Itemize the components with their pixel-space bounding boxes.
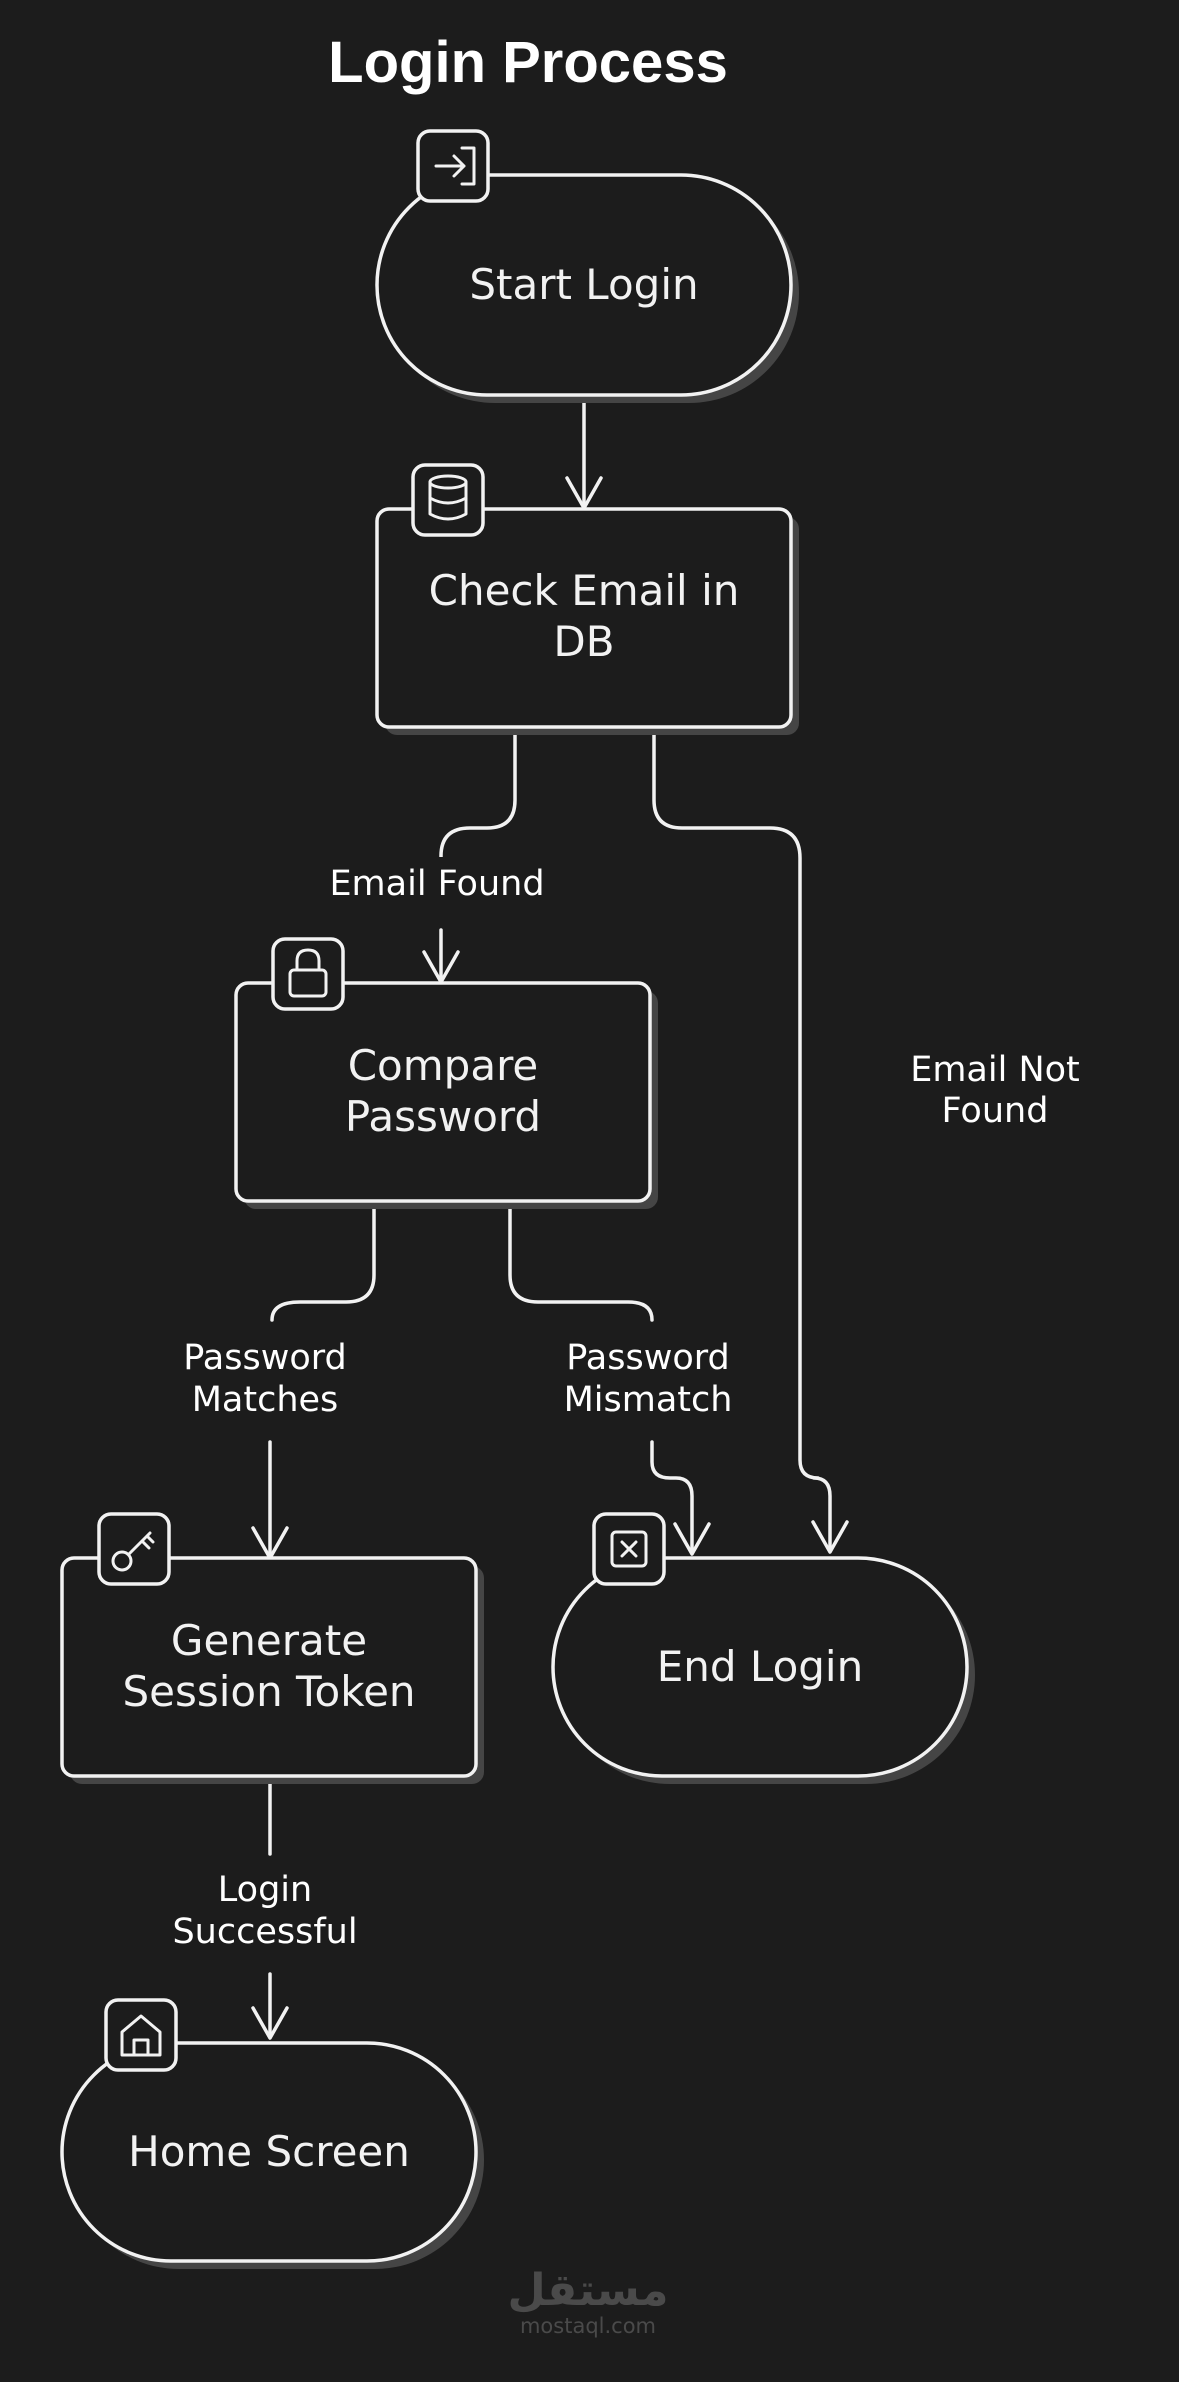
node-compare-password-line-1: Compare xyxy=(348,1041,539,1090)
node-compare-password: Compare Password xyxy=(234,937,658,1209)
edge-label-password-matches: Password Matches xyxy=(170,1322,370,1422)
login-arrow-icon xyxy=(416,129,490,203)
node-check-email-line-2: DB xyxy=(553,617,614,666)
svg-text:Mismatch: Mismatch xyxy=(564,1380,733,1420)
watermark: مستقل mostaql.com xyxy=(508,2265,669,2338)
node-generate-token-line-2: Session Token xyxy=(122,1667,415,1716)
node-end-login-label: End Login xyxy=(657,1642,863,1691)
lock-icon xyxy=(271,937,345,1011)
key-icon xyxy=(97,1512,171,1586)
svg-text:Email Not: Email Not xyxy=(910,1050,1080,1090)
edge-label-email-found: Email Found xyxy=(320,857,552,905)
home-icon xyxy=(104,1998,178,2072)
edge-password-mismatch xyxy=(508,1198,711,1556)
database-icon xyxy=(411,463,485,537)
svg-text:mostaql.com: mostaql.com xyxy=(520,2314,656,2338)
edge-login-successful xyxy=(251,1772,289,2040)
svg-text:Found: Found xyxy=(942,1091,1049,1131)
svg-text:Login: Login xyxy=(218,1870,312,1910)
node-compare-password-line-2: Password xyxy=(345,1092,541,1141)
close-x-icon xyxy=(592,1512,666,1586)
edge-email-not-found xyxy=(652,726,849,1554)
node-end-login: End Login xyxy=(551,1512,975,1784)
node-home-screen-label: Home Screen xyxy=(128,2127,410,2176)
svg-text:Password: Password xyxy=(183,1338,346,1378)
svg-text:Email Found: Email Found xyxy=(329,864,544,904)
svg-text:مستقل: مستقل xyxy=(508,2265,669,2316)
node-check-email-line-1: Check Email in xyxy=(429,566,740,615)
svg-text:Successful: Successful xyxy=(172,1912,357,1952)
node-generate-token: Generate Session Token xyxy=(60,1512,484,1784)
node-home-screen: Home Screen xyxy=(60,1998,484,2269)
edge-label-password-mismatch: Password Mismatch xyxy=(552,1322,752,1422)
edge-label-login-successful: Login Successful xyxy=(160,1860,370,1960)
edge-label-email-not-found: Email Not Found xyxy=(910,1050,1080,1131)
node-check-email: Check Email in DB xyxy=(375,463,799,735)
node-start-login: Start Login xyxy=(375,129,799,403)
edge-start-to-check xyxy=(565,396,603,510)
svg-text:Password: Password xyxy=(566,1338,729,1378)
svg-text:Matches: Matches xyxy=(192,1380,339,1420)
node-generate-token-line-1: Generate xyxy=(171,1616,367,1665)
diagram-title: Login Process xyxy=(328,30,728,95)
node-start-login-label: Start Login xyxy=(469,260,698,309)
edge-email-found xyxy=(422,726,517,984)
